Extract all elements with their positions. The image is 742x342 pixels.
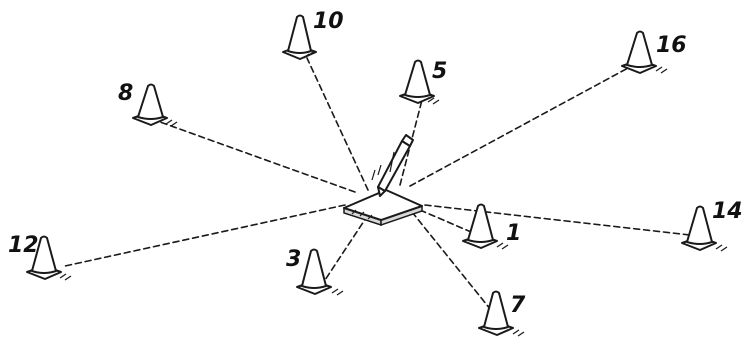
- cone-label: 7: [510, 293, 526, 318]
- line-to-cone-12: [65, 205, 345, 266]
- cone-label: 12: [8, 233, 39, 258]
- line-to-cone-8: [160, 122, 355, 192]
- cone-label: 14: [712, 199, 742, 224]
- cone-3: 3: [286, 247, 343, 295]
- line-to-cone-14: [425, 205, 690, 235]
- cone-label: 3: [286, 247, 301, 272]
- cone-16: 16: [622, 32, 687, 74]
- center-pad: [344, 190, 422, 225]
- line-to-cone-1: [420, 210, 478, 235]
- cone-12: 12: [8, 233, 71, 280]
- cone-10: 10: [283, 9, 344, 59]
- cone-label: 1: [506, 221, 521, 246]
- cone-14: 14: [682, 199, 742, 251]
- line-to-cone-10: [307, 58, 368, 190]
- line-to-cone-16: [410, 68, 628, 186]
- line-to-cone-3: [325, 215, 368, 280]
- cone-8: 8: [118, 81, 177, 126]
- cone-label: 16: [656, 33, 687, 58]
- pencil-icon: [372, 135, 413, 196]
- cone-7: 7: [479, 292, 526, 337]
- cone-5: 5: [400, 59, 447, 104]
- cone-label: 10: [313, 9, 344, 34]
- cone-label: 8: [118, 81, 133, 106]
- cone-1: 1: [463, 205, 521, 250]
- cone-label: 5: [432, 59, 447, 84]
